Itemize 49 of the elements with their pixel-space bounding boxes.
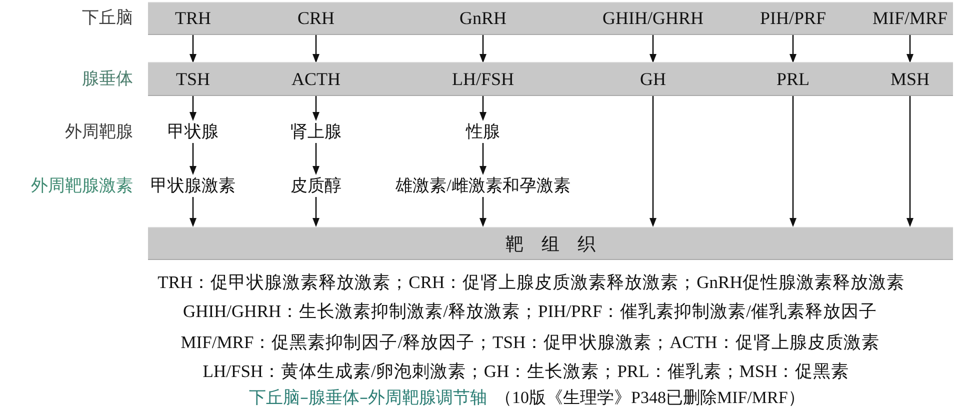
arrow xyxy=(190,95,196,121)
arrow xyxy=(190,34,196,63)
row-label: 下丘脑 xyxy=(82,7,133,29)
hormone-label: MIF/MRF xyxy=(872,3,948,34)
hormone-label: 甲状腺激素 xyxy=(150,175,236,197)
arrow xyxy=(790,95,796,227)
gland-label: 甲状腺 xyxy=(168,121,218,143)
arrow xyxy=(312,34,320,63)
hormone-label: PIH/PRF xyxy=(760,3,826,34)
figure-caption: 下丘脑–腺垂体–外周靶腺调节轴 xyxy=(249,387,487,409)
arrow xyxy=(650,95,656,227)
arrow xyxy=(312,143,320,175)
hormone-label: TRH xyxy=(175,3,211,34)
arrow xyxy=(906,95,914,227)
gland-label: 性腺 xyxy=(466,121,500,143)
hormone-label: 皮质醇 xyxy=(290,175,342,197)
hormone-label: GnRH xyxy=(460,3,506,34)
arrow xyxy=(790,34,796,63)
arrow xyxy=(312,197,320,227)
source-note: （10版《生理学》P348已删除MIF/MRF） xyxy=(495,387,805,409)
hormone-label: CRH xyxy=(298,3,334,34)
row-label: 外周靶腺 xyxy=(65,121,133,143)
arrow xyxy=(650,34,656,63)
arrow xyxy=(480,34,486,63)
hormone-label: LH/FSH xyxy=(452,63,514,95)
hormone-label: PRL xyxy=(776,63,810,95)
arrow xyxy=(480,143,486,175)
arrow xyxy=(480,197,486,227)
abbreviation-note: TRH：促甲状腺激素释放激素；CRH：促肾上腺皮质激素释放激素；GnRH促性腺激素释放激素 xyxy=(158,271,904,293)
gland-label: 肾上腺 xyxy=(290,121,342,143)
abbreviation-note: MIF/MRF：促黑素抑制因子/释放因子；TSH：促甲状腺激素；ACTH：促肾上腺皮质激素 xyxy=(180,331,880,353)
hormone-label: ACTH xyxy=(292,63,340,95)
abbreviation-note: GHIH/GHRH：生长激素抑制激素/释放激素；PIH/PRF：催乳素抑制激素/催乳素释放因子 xyxy=(182,300,878,322)
arrow xyxy=(190,197,196,227)
arrow xyxy=(312,95,320,121)
hormone-label: MSH xyxy=(890,63,930,95)
band xyxy=(148,2,953,35)
hormone-label: GH xyxy=(640,63,666,95)
arrow xyxy=(906,34,914,63)
row-label: 腺垂体 xyxy=(82,68,133,90)
abbreviation-note: LH/FSH：黄体生成素/卵泡刺激素；GH：生长激素；PRL：催乳素；MSH：促黑素 xyxy=(202,360,850,382)
hormone-label: GHIH/GHRH xyxy=(602,3,704,34)
row-label: 外周靶腺激素 xyxy=(31,175,133,197)
hormone-label: 雄激素/雌激素和孕激素 xyxy=(396,175,570,197)
arrow xyxy=(480,95,486,121)
hormone-label: TSH xyxy=(176,63,210,95)
target-tissue-band: 靶组织 xyxy=(148,227,953,260)
arrow xyxy=(190,143,196,175)
band xyxy=(148,62,953,96)
